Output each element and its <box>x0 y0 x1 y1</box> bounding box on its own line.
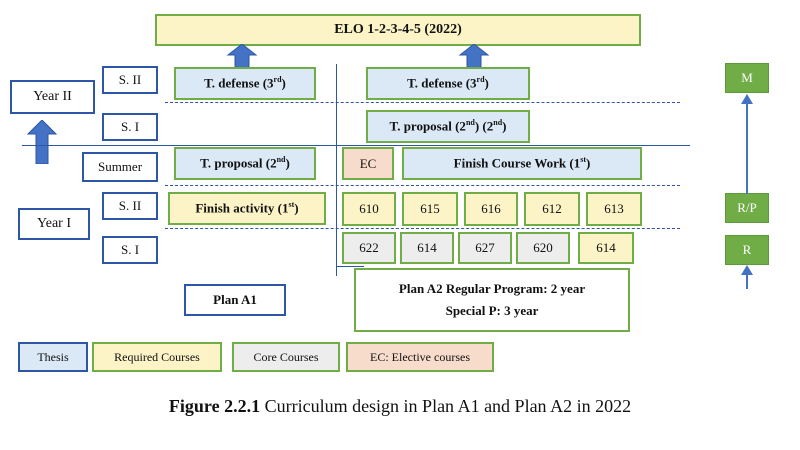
caption-label: Figure 2.2.1 <box>168 396 261 416</box>
course-box: 615 <box>402 192 458 226</box>
plan-a1-label: Plan A1 <box>184 284 286 316</box>
level-rp: R/P <box>725 193 769 223</box>
divider <box>22 145 690 146</box>
semester-label: S. II <box>102 192 158 220</box>
a2-elective-box: EC <box>342 147 394 180</box>
a2-finish-coursework: Finish Course Work (1st) <box>402 147 642 180</box>
divider <box>165 228 680 229</box>
legend-core: Core Courses <box>232 342 340 372</box>
year-ii-label: Year II <box>10 80 95 114</box>
figure-caption: Figure 2.2.1 Curriculum design in Plan A… <box>0 396 800 417</box>
a1-thesis-proposal: T. proposal (2nd) <box>174 147 316 180</box>
plan-a2-box: Plan A2 Regular Program: 2 year Special … <box>354 268 630 332</box>
semester-label: S. I <box>102 236 158 264</box>
caption-text: Curriculum design in Plan A1 and Plan A2… <box>260 396 632 416</box>
semester-label: Summer <box>82 152 158 182</box>
elo-label: ELO 1-2-3-4-5 (2022) <box>334 22 462 37</box>
course-box: 613 <box>586 192 642 226</box>
legend-thesis: Thesis <box>18 342 88 372</box>
course-box: 614 <box>400 232 454 264</box>
divider <box>336 64 337 276</box>
semester-label: S. I <box>102 113 158 141</box>
divider <box>336 266 364 267</box>
a2-thesis-proposal: T. proposal (2nd) (2nd) <box>366 110 530 143</box>
semester-label: S. II <box>102 66 158 94</box>
level-r: R <box>725 235 769 265</box>
elo-box: ELO 1-2-3-4-5 (2022) <box>155 14 641 46</box>
plan-a2-line2: Special P: 3 year <box>445 303 539 318</box>
course-box: 616 <box>464 192 518 226</box>
course-box: 627 <box>458 232 512 264</box>
course-box: 614 <box>578 232 634 264</box>
plan-a2-line1: Plan A2 Regular Program: 2 year <box>398 281 586 296</box>
year-i-label: Year I <box>18 208 90 240</box>
arrow-up-icon <box>741 94 753 194</box>
arrow-up-icon <box>741 265 753 289</box>
level-m: M <box>725 63 769 93</box>
arrow-up-icon <box>458 44 490 68</box>
a2-thesis-defense: T. defense (3rd) <box>366 67 530 100</box>
arrow-up-icon <box>226 44 258 68</box>
arrow-up-icon <box>27 120 57 164</box>
legend-elective: EC: Elective courses <box>346 342 494 372</box>
legend-required: Required Courses <box>92 342 222 372</box>
course-box: 612 <box>524 192 580 226</box>
course-box: 610 <box>342 192 396 226</box>
course-box: 622 <box>342 232 396 264</box>
a1-finish-activity: Finish activity (1st) <box>168 192 326 225</box>
course-box: 620 <box>516 232 570 264</box>
divider <box>165 102 680 103</box>
divider <box>165 185 680 186</box>
a1-thesis-defense: T. defense (3rd) <box>174 67 316 100</box>
